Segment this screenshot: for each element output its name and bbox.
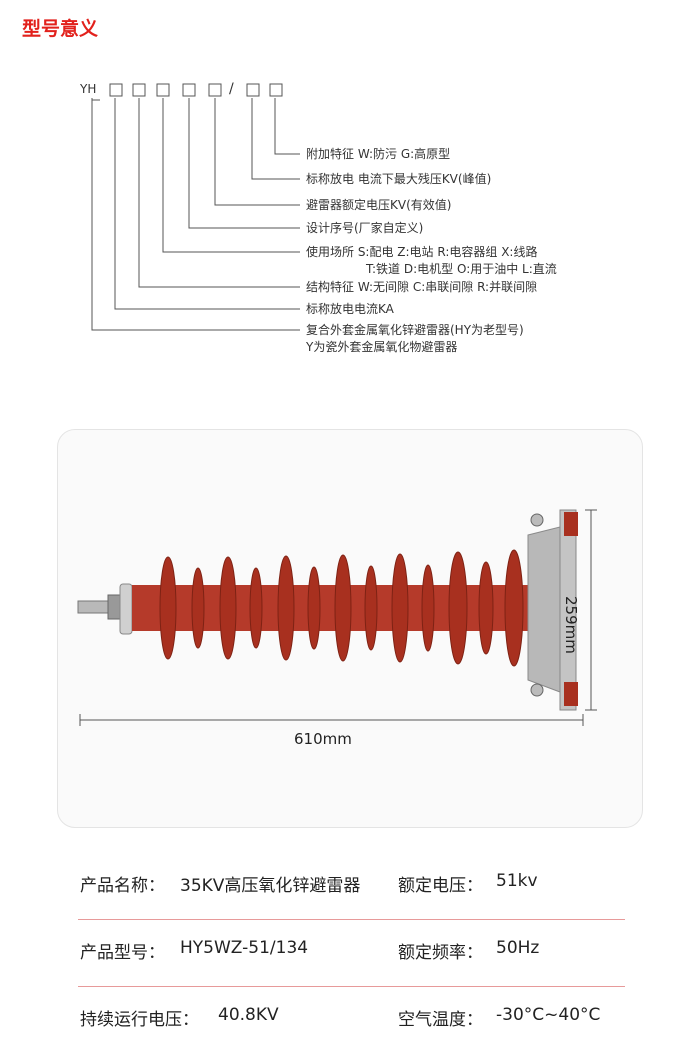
legend-rated-voltage: 避雷器额定电压KV(有效值) bbox=[306, 198, 452, 212]
height-dimension-label: 259mm bbox=[562, 596, 580, 654]
model-code-separator: / bbox=[229, 81, 234, 97]
legend-usage-site-cont: T:铁道 D:电机型 O:用于油中 L:直流 bbox=[366, 262, 557, 276]
spec-label: 额定频率： bbox=[398, 943, 483, 963]
legend-structure: 结构特征 W:无间隙 C:串联间隙 R:并联间隙 bbox=[306, 280, 538, 294]
legend-usage-site: 使用场所 S:配电 Z:电站 R:电容器组 X:线路 bbox=[306, 245, 538, 259]
spec-value: 40.8KV bbox=[218, 1005, 279, 1025]
length-dimension-label: 610mm bbox=[294, 730, 352, 748]
spec-value: 51kv bbox=[496, 871, 538, 891]
spec-label: 产品名称： bbox=[80, 876, 165, 896]
spec-label: 空气温度： bbox=[398, 1010, 483, 1030]
legend-design-serial: 设计序号(厂家自定义) bbox=[306, 221, 424, 235]
legend-additional-feature: 附加特征 W:防污 G:高原型 bbox=[306, 147, 451, 161]
spec-label: 持续运行电压： bbox=[80, 1010, 199, 1030]
code-box-7 bbox=[269, 83, 283, 97]
code-box-6 bbox=[246, 83, 260, 97]
legend-composite-arrester: 复合外套金属氧化锌避雷器(HY为老型号) bbox=[306, 323, 524, 337]
code-box-4 bbox=[182, 83, 196, 97]
surge-arrester-illustration bbox=[77, 509, 597, 726]
spec-row: 产品型号： HY5WZ-51/134 额定频率： 50Hz bbox=[78, 920, 625, 987]
spec-value: HY5WZ-51/134 bbox=[180, 938, 309, 958]
section-title: 型号意义 bbox=[22, 18, 99, 40]
code-box-1 bbox=[109, 83, 123, 97]
spec-value: 50Hz bbox=[496, 938, 540, 958]
spec-row: 持续运行电压： 40.8KV 空气温度： -30°C~40°C bbox=[78, 987, 625, 1053]
spec-label: 产品型号： bbox=[80, 943, 165, 963]
spec-row: 产品名称： 35KV高压氧化锌避雷器 额定电压： 51kv bbox=[78, 853, 625, 920]
code-box-5 bbox=[208, 83, 222, 97]
code-box-2 bbox=[132, 83, 146, 97]
legend-porcelain-arrester: Y为瓷外套金属氧化物避雷器 bbox=[306, 340, 458, 354]
spec-value: -30°C~40°C bbox=[496, 1005, 601, 1025]
spec-label: 额定电压： bbox=[398, 876, 483, 896]
model-code-diagram bbox=[91, 83, 300, 331]
code-box-3 bbox=[156, 83, 170, 97]
legend-residual-voltage: 标称放电 电流下最大残压KV(峰值) bbox=[306, 172, 492, 186]
model-code-prefix: YH bbox=[80, 82, 97, 96]
spec-value: 35KV高压氧化锌避雷器 bbox=[180, 876, 361, 896]
product-photo-card: 610mm 259mm bbox=[57, 429, 643, 828]
legend-discharge-current: 标称放电电流KA bbox=[306, 302, 394, 316]
